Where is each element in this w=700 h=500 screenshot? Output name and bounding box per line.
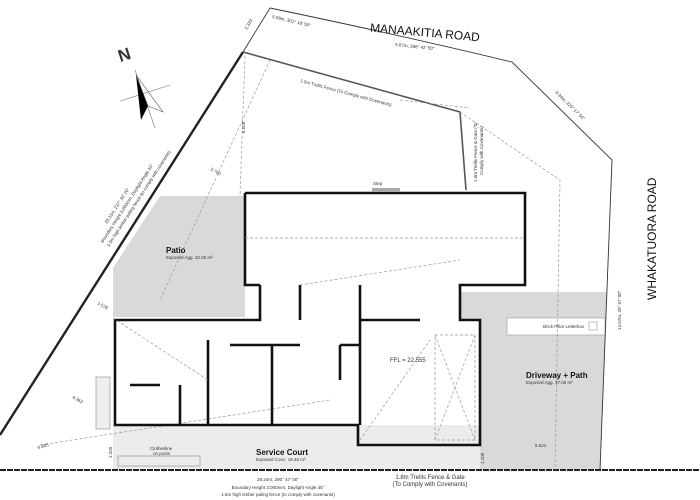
boundary-label: 6.94m, 320° 17' 50": [554, 90, 586, 121]
dimension: 1.320: [108, 446, 113, 458]
dimension: 1.100: [480, 452, 485, 464]
boundary-label: 5.67m, 286° 42' 50": [395, 42, 435, 51]
clothesline-label: Clothesline: [150, 446, 173, 451]
ffl-label: FFL = 22,555: [390, 358, 426, 364]
fence-label: 1.5m Trellis Fence & Gate (To: [473, 122, 478, 182]
left-boundary: [0, 51, 245, 436]
driveway-label: Driveway + Path: [526, 371, 588, 380]
dimension: 3.700: [210, 167, 223, 177]
clothesline-label: on posts: [153, 451, 171, 456]
roof-lines: [112, 237, 525, 441]
house-walls: [113, 285, 482, 447]
north-fence: [242, 51, 467, 191]
dimension: 5.521: [535, 443, 547, 448]
fence-label: 1.5m Trellis Fence (To Comply with Coven…: [300, 78, 393, 107]
boundary-label: 14.57m, 20° 07' 00": [617, 290, 622, 330]
boundary-label: 5.99m, 301° 18' 50": [272, 14, 312, 28]
garage-door: [434, 334, 476, 441]
boundary-label: Boundary Height 3,000mm, Daylight Angle …: [232, 485, 325, 490]
clothesline: [117, 455, 201, 467]
road-name-north: MANAAKITIA ROAD: [370, 21, 481, 45]
fence-label: Comply with Covenants): [479, 126, 484, 175]
service-court-area: [113, 425, 480, 470]
service-court-area-text: Exposed Conc. 18.46 m²: [256, 457, 306, 462]
patio-label: Patio: [166, 246, 186, 255]
dimension: 2.333: [244, 18, 254, 31]
service-court-label: Service Court: [256, 448, 308, 457]
driveway-area: [460, 292, 607, 470]
north-label: N: [116, 44, 134, 66]
planter: [95, 376, 111, 430]
driveway-area-text: Exposed Agg. 37.00 m²: [526, 380, 573, 385]
step: [372, 188, 400, 192]
boundary-label: 1.5m high timber paling fence (to comply…: [221, 492, 335, 497]
fence-label: 1.8m Trellis Fence & Gate: [395, 475, 465, 481]
boundary-label: 29.24m, 290° 47' 00": [257, 477, 299, 482]
patio-area: [113, 196, 245, 317]
setback-lines: [39, 55, 561, 471]
step-label: Step: [373, 181, 383, 186]
dimension: 4.362: [72, 395, 85, 405]
road-name-east: WHAKATUORA ROAD: [645, 177, 659, 300]
dimension: 1.578: [97, 301, 110, 311]
dimension: 6.526: [241, 121, 246, 133]
patio-area-text: Exposed Agg. 32.00 m²: [166, 255, 213, 260]
letterbox-pad: [506, 317, 606, 336]
dimension: 6.885: [37, 442, 50, 450]
boundary-line: [242, 7, 613, 471]
house-upper-wing: [243, 191, 527, 292]
letterbox-icon: [588, 321, 598, 331]
fence-label: (To Comply with Covenants): [392, 482, 467, 488]
letterbox-label: Brick Pillar Letterbox: [543, 324, 585, 329]
north-arrow: N: [116, 44, 171, 129]
